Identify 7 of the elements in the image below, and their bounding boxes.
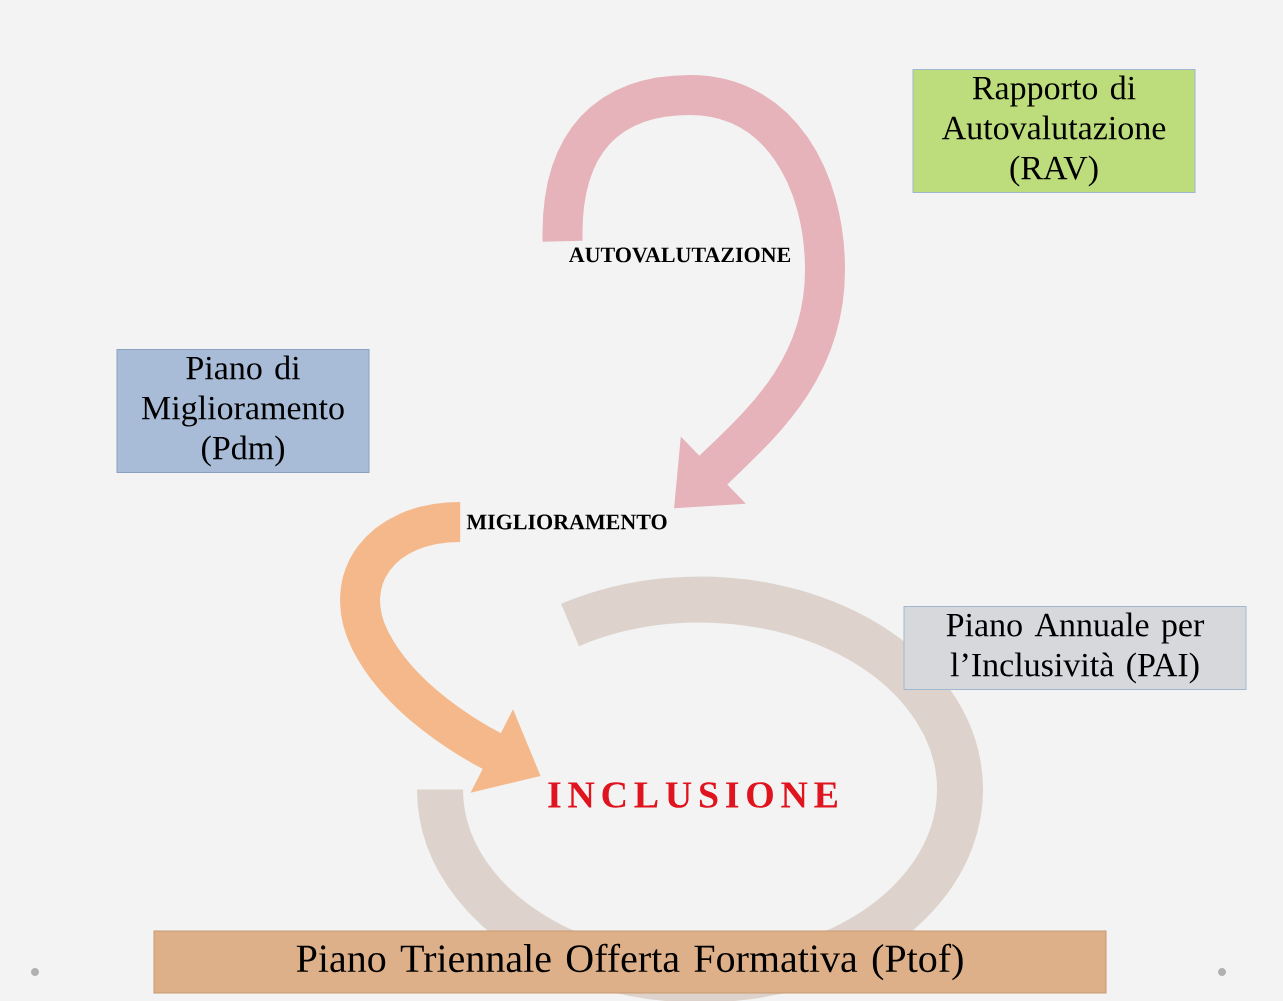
text-box: Rapporto di Autovalutazione (RAV) xyxy=(912,69,1196,193)
stage-label: INCLUSIONE xyxy=(548,782,838,808)
stage-label: AUTOVALUTAZIONE xyxy=(568,247,791,263)
text-box: Piano Annuale per l’Inclusività (PAI) xyxy=(903,606,1247,690)
stage-label: MIGLIORAMENTO xyxy=(466,514,667,530)
banner-box: Piano Triennale Offerta Formativa (Ptof) xyxy=(153,930,1107,994)
text-box: Piano di Miglioramento (Pdm) xyxy=(116,349,370,473)
